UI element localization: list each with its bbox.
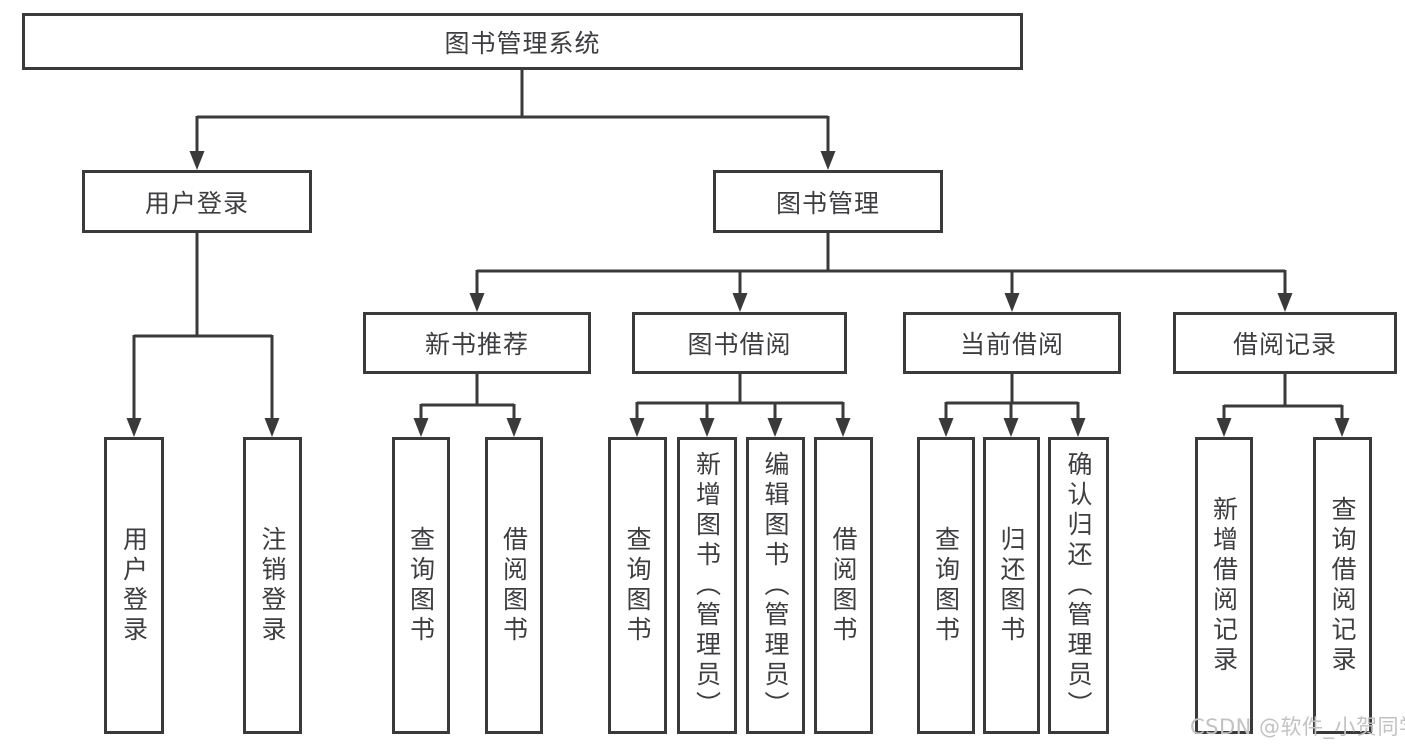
node-leaf-query-books-borrowing-label: 查询图书 (623, 525, 652, 646)
node-leaf-query-books-current: 查询图书 (917, 437, 975, 734)
node-leaf-query-books-recommend: 查询图书 (392, 437, 450, 734)
node-borrowing-records-label: 借阅记录 (1232, 330, 1337, 359)
node-leaf-user-login-label: 用户登录 (119, 525, 149, 646)
node-leaf-logout: 注销登录 (243, 437, 302, 734)
node-leaf-query-books-recommend-label: 查询图书 (406, 525, 436, 646)
node-leaf-return-books-label: 归还图书 (997, 525, 1026, 646)
node-leaf-borrow-books-borrowing: 借阅图书 (814, 437, 873, 734)
node-book-borrowing: 图书借阅 (632, 312, 847, 374)
connector-new-book-recommend-children (413, 374, 522, 437)
node-leaf-borrow-books-borrowing-label: 借阅图书 (829, 525, 858, 646)
node-current-borrowing-label: 当前借阅 (959, 330, 1064, 359)
node-leaf-edit-books-admin-label: 编辑图书（管理员） (761, 450, 790, 721)
node-root-system-label: 图书管理系统 (444, 28, 601, 58)
node-book-management-label: 图书管理 (775, 188, 880, 218)
node-book-management: 图书管理 (713, 170, 943, 233)
node-leaf-query-books-borrowing: 查询图书 (608, 437, 667, 734)
node-new-book-recommend-label: 新书推荐 (424, 330, 529, 359)
node-leaf-confirm-return-admin-label: 确认归还（管理员） (1064, 450, 1093, 721)
node-user-login-label: 用户登录 (144, 188, 249, 218)
connector-book-borrowing-children (629, 374, 851, 437)
node-leaf-borrow-books-recommend-label: 借阅图书 (499, 525, 529, 646)
connector-user-login-children (126, 233, 280, 437)
connector-borrowing-records-children (1216, 374, 1350, 437)
node-root-system: 图书管理系统 (22, 13, 1023, 70)
node-borrowing-records: 借阅记录 (1173, 312, 1397, 374)
node-leaf-query-books-current-label: 查询图书 (931, 525, 961, 646)
node-leaf-logout-label: 注销登录 (258, 525, 287, 646)
node-leaf-return-books: 归还图书 (983, 437, 1040, 734)
node-current-borrowing: 当前借阅 (903, 312, 1121, 374)
node-leaf-edit-books-admin: 编辑图书（管理员） (746, 437, 805, 734)
node-leaf-query-borrow-record-label: 查询借阅记录 (1328, 495, 1357, 676)
connector-current-borrowing-children (938, 374, 1086, 437)
connector-book-management-children (469, 233, 1293, 312)
node-new-book-recommend: 新书推荐 (363, 312, 591, 374)
node-book-borrowing-label: 图书借阅 (687, 330, 792, 359)
node-leaf-add-borrow-record: 新增借阅记录 (1195, 437, 1253, 734)
node-leaf-confirm-return-admin: 确认归还（管理员） (1048, 437, 1109, 734)
node-user-login: 用户登录 (82, 170, 312, 233)
node-leaf-add-books-admin: 新增图书（管理员） (677, 437, 737, 734)
node-leaf-user-login: 用户登录 (104, 437, 164, 734)
node-leaf-borrow-books-recommend: 借阅图书 (485, 437, 543, 734)
csdn-watermark: CSDN @软件_小贺同学 (1190, 715, 1405, 739)
node-leaf-add-books-admin-label: 新增图书（管理员） (692, 450, 722, 721)
node-leaf-add-borrow-record-label: 新增借阅记录 (1209, 495, 1239, 676)
node-leaf-query-borrow-record: 查询借阅记录 (1313, 437, 1372, 734)
connector-root-to-level2 (189, 70, 836, 170)
